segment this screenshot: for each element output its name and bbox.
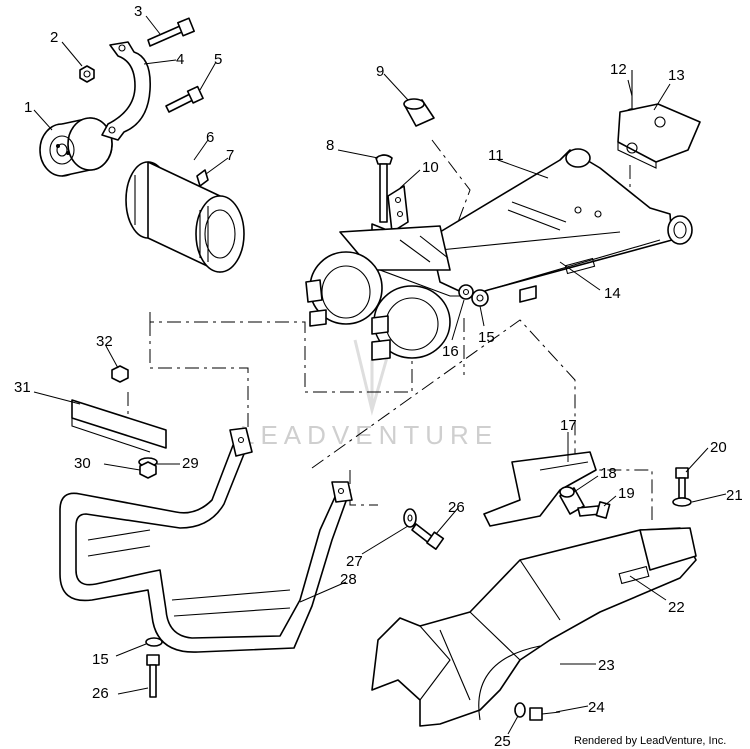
callout-27: 27: [346, 553, 363, 570]
callout-24: 24: [588, 699, 605, 716]
callout-18: 18: [600, 465, 617, 482]
callout-31: 31: [14, 379, 31, 396]
callout-10: 10: [422, 159, 439, 176]
watermark-text: LEADVENTURE: [240, 420, 498, 450]
leader-lines: [33, 15, 727, 735]
callout-20: 20: [710, 439, 727, 456]
part-22-guard-plate: [618, 527, 697, 585]
callout-22: 22: [668, 599, 685, 616]
callout-21: 21: [726, 487, 743, 504]
part-30-nut: [139, 461, 157, 479]
callout-28: 28: [340, 571, 357, 588]
part-32-nut: [111, 365, 129, 383]
callout-9: 9: [376, 63, 384, 80]
part-27-washer: [403, 508, 417, 528]
part-1-bearing: [39, 117, 113, 177]
callout-15-lower: 15: [92, 651, 109, 668]
part-19-bolt: [577, 501, 611, 519]
part-15-washer-lower: [145, 637, 163, 647]
callout-8: 8: [326, 137, 334, 154]
part-21-washer: [672, 497, 692, 507]
callout-14: 14: [604, 285, 621, 302]
part-8-bolt: [375, 154, 393, 223]
callout-7: 7: [226, 147, 234, 164]
callout-4: 4: [176, 51, 184, 68]
part-13-plate: [617, 103, 701, 169]
part-2-nut: [79, 65, 95, 83]
callout-15-top: 15: [478, 329, 495, 346]
callout-16: 16: [442, 343, 459, 360]
callout-30: 30: [74, 455, 91, 472]
callout-12: 12: [610, 61, 627, 78]
part-6-tube: [125, 161, 245, 273]
callout-29: 29: [182, 455, 199, 472]
assembly-lines: [127, 139, 653, 520]
part-9-bushing: [403, 98, 435, 127]
callout-2: 2: [50, 29, 58, 46]
part-11-swing-arm: [429, 148, 693, 303]
callout-25: 25: [494, 733, 511, 749]
callout-17: 17: [560, 417, 577, 434]
part-25-washer: [514, 702, 526, 718]
part-23-chain-guard: [371, 527, 697, 727]
callout-19: 19: [618, 485, 635, 502]
callout-11: 11: [488, 147, 504, 164]
part-31-plate: [71, 399, 167, 453]
part-24-bolt: [529, 707, 561, 721]
callout-26-lower: 26: [92, 685, 109, 702]
credit-text: Rendered by LeadVenture, Inc.: [574, 735, 726, 747]
part-26-bolt-lower: [146, 654, 160, 698]
part-26-bolt-top: [411, 523, 445, 550]
callout-32: 32: [96, 333, 113, 350]
callout-5: 5: [214, 51, 222, 68]
part-17-bracket: [483, 451, 597, 527]
callout-1: 1: [24, 99, 32, 116]
part-5-bolt: [165, 85, 204, 113]
callout-3: 3: [134, 3, 142, 20]
callout-26-top: 26: [448, 499, 465, 516]
part-15-bushing-top: [471, 289, 489, 307]
part-20-bolt: [675, 467, 689, 499]
part-4-strap: [101, 41, 151, 141]
watermark: LEADVENTURE: [240, 339, 498, 450]
callout-13: 13: [668, 67, 685, 84]
callout-23: 23: [598, 657, 615, 674]
part-28-bumper: [59, 427, 353, 653]
part-carrier-clamps: [305, 225, 480, 361]
part-3-bolt: [147, 17, 195, 47]
callout-6: 6: [206, 129, 214, 146]
callouts: 1 2 3 4 5 6 7 8 9 10 11 12 13 14 15 16 1…: [14, 3, 743, 749]
part-16-washer: [458, 284, 474, 300]
part-7-fitting: [196, 169, 209, 187]
